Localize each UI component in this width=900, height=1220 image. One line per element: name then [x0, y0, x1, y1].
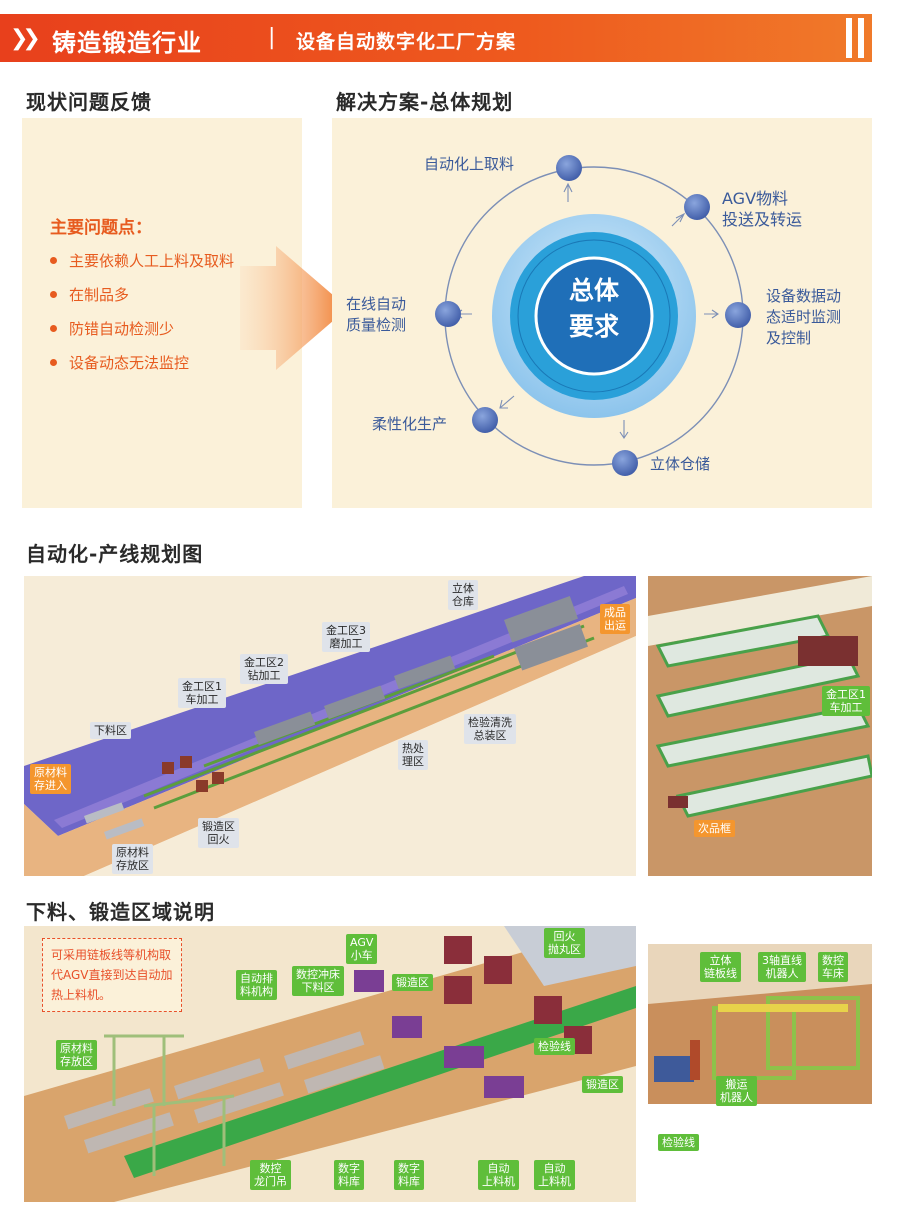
- label-blanking: 下料区: [90, 722, 131, 739]
- label-reject-box: 次品框: [694, 820, 735, 837]
- section-title-solution: 解决方案-总体规划: [336, 90, 514, 114]
- node-label: 在线自动 质量检测: [346, 295, 407, 334]
- label-metal1-right: 金工区1 车加工: [822, 686, 870, 716]
- label-agv: AGV 小车: [346, 934, 378, 964]
- label-carry-robot: 搬运 机器人: [716, 1076, 757, 1106]
- problem-text: 防错自动检测少: [69, 319, 175, 338]
- node-dot: [684, 194, 710, 220]
- label-metal3: 金工区3 磨加工: [322, 622, 370, 652]
- problems-title: 主要问题点：: [50, 218, 152, 238]
- label-gantry: 数控 龙门吊: [250, 1160, 291, 1190]
- label-robot3: 3轴直线 机器人: [758, 952, 806, 982]
- label-loader-2: 自动 上料机: [534, 1160, 575, 1190]
- label-warehouse: 立体 仓库: [448, 580, 478, 610]
- section-title-line-plan: 自动化-产线规划图: [26, 542, 204, 566]
- line-plan-detail-image: [648, 576, 872, 876]
- label-forge-zone-2: 锻造区: [582, 1076, 623, 1093]
- bullet-icon: [50, 290, 57, 298]
- label-raw-store-forging: 原材料 存放区: [56, 1040, 97, 1070]
- header-banner: ❯❯ 铸造锻造行业 | 设备自动数字化工厂方案: [0, 14, 872, 62]
- bullet-icon: [50, 256, 57, 264]
- node-dot: [612, 450, 638, 476]
- node-label: 立体仓储: [650, 455, 711, 473]
- label-raw-in: 原材料 存进入: [30, 764, 71, 794]
- label-chain: 立体 链板线: [700, 952, 741, 982]
- node-dot: [725, 302, 751, 328]
- label-store-1: 数字 料库: [334, 1160, 364, 1190]
- section-title-status: 现状问题反馈: [26, 90, 152, 114]
- problem-text: 设备动态无法监控: [69, 353, 190, 372]
- node-dot: [556, 155, 582, 181]
- workshop-illustration: [648, 576, 872, 876]
- label-temper: 回火 抛丸区: [544, 928, 585, 958]
- label-raw-store: 原材料 存放区: [112, 844, 153, 874]
- label-store-2: 数字 料库: [394, 1160, 424, 1190]
- problem-text: 在制品多: [69, 285, 130, 304]
- label-auto-feed: 自动排 料机构: [236, 970, 277, 1000]
- page-title: 铸造锻造行业: [52, 29, 202, 57]
- label-inspection: 检验清洗 总装区: [464, 714, 516, 744]
- list-item: 主要依赖人工上料及取料: [50, 250, 234, 270]
- label-metal1: 金工区1 车加工: [178, 678, 226, 708]
- label-check-line: 检验线: [534, 1038, 575, 1055]
- problems-list: 主要依赖人工上料及取料 在制品多 防错自动检测少 设备动态无法监控: [50, 250, 234, 386]
- list-item: 设备动态无法监控: [50, 352, 234, 372]
- node-dot: [472, 407, 498, 433]
- label-forge-zone: 锻造区: [392, 974, 433, 991]
- list-item: 在制品多: [50, 284, 234, 304]
- label-metal2: 金工区2 钻加工: [240, 654, 288, 684]
- node-label: 自动化上取料: [424, 155, 515, 173]
- label-cnc-punch: 数控冲床 下料区: [292, 966, 344, 996]
- list-item: 防错自动检测少: [50, 318, 234, 338]
- chevron-icon: ❯❯: [10, 26, 41, 51]
- center-label: 总体 要求: [552, 273, 636, 345]
- label-cnc-lathe: 数控 车床: [818, 952, 848, 982]
- label-check-line-2: 检验线: [658, 1134, 699, 1151]
- factory-illustration: [24, 576, 636, 876]
- node-dot: [435, 301, 461, 327]
- node-label: AGV物料 投送及转运: [722, 189, 803, 229]
- node-label: 设备数据动 态适时监测 及控制: [766, 287, 842, 347]
- label-finished-out: 成品 出运: [600, 604, 630, 634]
- bullet-icon: [50, 324, 57, 332]
- title-separator: |: [268, 25, 276, 50]
- page-subtitle: 设备自动数字化工厂方案: [296, 31, 517, 53]
- forging-note: 可采用链板线等机构取代AGV直接到达自动加热上料机。: [42, 938, 182, 1012]
- node-label: 柔性化生产: [372, 415, 448, 433]
- center-line-2: 要求: [568, 312, 619, 341]
- section-title-forging: 下料、锻造区域说明: [26, 900, 215, 924]
- arrow-icon: [240, 246, 348, 370]
- label-forging-temper: 锻造区 回火: [198, 818, 239, 848]
- overall-diagram: [435, 155, 751, 476]
- center-line-1: 总体: [568, 276, 619, 305]
- label-heat: 热处 理区: [398, 740, 428, 770]
- label-loader-1: 自动 上料机: [478, 1160, 519, 1190]
- problem-text: 主要依赖人工上料及取料: [69, 251, 235, 270]
- stripe-icon: [846, 18, 872, 58]
- bullet-icon: [50, 358, 57, 366]
